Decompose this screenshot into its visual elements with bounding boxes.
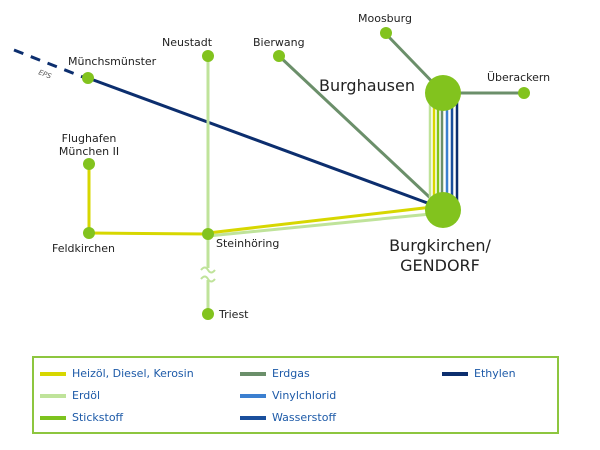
node-flughafen[interactable]	[83, 158, 95, 170]
eps-label: EPS	[37, 68, 53, 80]
label-steinhoering: Steinhöring	[216, 237, 280, 250]
label-burgkirchen: Burgkirchen/ GENDORF	[380, 236, 500, 276]
pipeline-erdoel-steinhoering	[207, 211, 442, 238]
label-neustadt: Neustadt	[162, 36, 213, 49]
node-burgkirchen[interactable]	[425, 192, 461, 228]
legend-swatch-vinylchlorid	[240, 393, 266, 398]
node-triest[interactable]	[202, 308, 214, 320]
label-moosburg: Moosburg	[358, 12, 412, 25]
legend-swatch-ethylen	[442, 371, 468, 376]
node-bierwang[interactable]	[273, 50, 285, 62]
legend-item-heizoel: Heizöl, Diesel, Kerosin	[40, 367, 194, 380]
legend-label: Ethylen	[474, 367, 516, 380]
legend: Heizöl, Diesel, Kerosin Erdöl Stickstoff…	[32, 356, 559, 434]
legend-item-ethylen: Ethylen	[442, 367, 516, 380]
legend-item-erdoel: Erdöl	[40, 389, 100, 402]
legend-item-wasserstoff: Wasserstoff	[240, 411, 336, 424]
legend-swatch-erdgas	[240, 371, 266, 376]
label-burgkirchen-line1: Burgkirchen/	[389, 236, 491, 255]
legend-label: Vinylchlorid	[272, 389, 337, 402]
legend-swatch-wasserstoff	[240, 415, 266, 420]
label-flughafen-line2: München II	[58, 145, 120, 158]
pipeline-ethylen-muenchsmuenster	[87, 76, 442, 210]
legend-label: Erdgas	[272, 367, 310, 380]
node-moosburg[interactable]	[380, 27, 392, 39]
legend-item-vinylchlorid: Vinylchlorid	[240, 389, 336, 402]
pipeline-heizoel-feldkirchen	[88, 231, 209, 236]
label-triest: Triest	[219, 308, 249, 321]
legend-item-stickstoff: Stickstoff	[40, 411, 123, 424]
node-muenchsmuenster[interactable]	[82, 72, 94, 84]
pipeline-erdgas-bierwang	[277, 54, 443, 210]
node-steinhoering[interactable]	[202, 228, 214, 240]
label-feldkirchen: Feldkirchen	[52, 242, 115, 255]
pipeline-bundle	[428, 100, 459, 205]
legend-swatch-erdoel	[40, 393, 66, 398]
legend-label: Erdöl	[72, 389, 101, 402]
legend-label: Stickstoff	[72, 411, 124, 424]
pipeline-heizoel-steinhoering	[207, 204, 442, 235]
label-bierwang: Bierwang	[253, 36, 305, 49]
legend-item-erdgas: Erdgas	[240, 367, 310, 380]
label-muenchsmuenster: Münchsmünster	[68, 55, 157, 68]
legend-swatch-heizoel	[40, 371, 66, 376]
node-burghausen[interactable]	[425, 75, 461, 111]
label-ueberackern: Überackern	[487, 71, 551, 84]
label-flughafen: Flughafen München II	[58, 132, 120, 158]
label-burghausen: Burghausen	[319, 76, 415, 95]
legend-swatch-stickstoff	[40, 415, 66, 420]
label-flughafen-line1: Flughafen	[61, 132, 117, 145]
eps-pipeline-dashed	[13, 48, 89, 81]
node-ueberackern[interactable]	[518, 87, 530, 99]
legend-label: Wasserstoff	[272, 411, 337, 424]
node-neustadt[interactable]	[202, 50, 214, 62]
pipeline-break-icon	[200, 266, 216, 283]
legend-label: Heizöl, Diesel, Kerosin	[72, 367, 194, 380]
label-burgkirchen-line2: GENDORF	[400, 256, 480, 275]
node-feldkirchen[interactable]	[83, 227, 95, 239]
